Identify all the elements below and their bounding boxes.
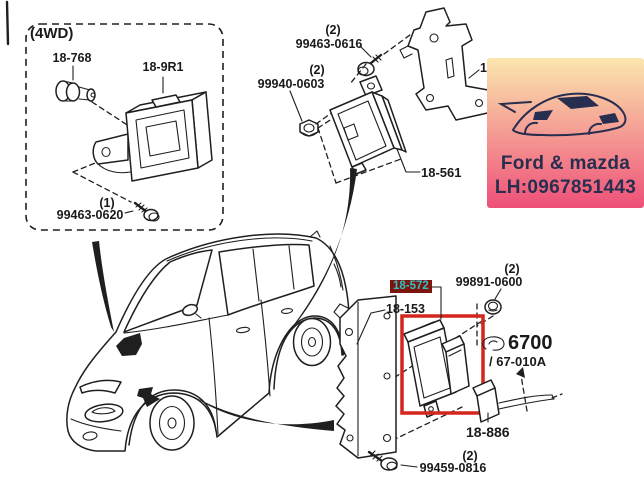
qty-99463-0616: (2): [325, 23, 341, 37]
part-number-6700[interactable]: 6700: [508, 332, 553, 354]
part-number-18-768[interactable]: 18-768: [52, 51, 92, 65]
part-number-18-153[interactable]: 18-153: [386, 302, 425, 316]
4wd-group-box: [25, 23, 224, 231]
clip-arrowhead: [516, 367, 525, 378]
watermark-badge: Ford & mazda LH:0967851443: [487, 58, 644, 208]
group-4wd-label: (4WD): [30, 25, 74, 42]
part-number-18-561[interactable]: 18-561: [421, 165, 462, 180]
red-highlight-box: [400, 314, 485, 415]
grommet-99891-0600-drawing: [484, 299, 502, 315]
watermark-brand-text: Ford & mazda: [500, 153, 631, 174]
module-18-561-drawing: [329, 75, 407, 175]
part-number-99463-0620[interactable]: 99463-0620: [56, 208, 124, 222]
module-18-572-drawing: [403, 319, 470, 418]
partial-label-covered: 1: [480, 61, 487, 75]
part-number-18-572-highlighted[interactable]: 18-572: [390, 280, 432, 293]
watermark-sportscar-icon: [497, 92, 627, 137]
leader-lines: [72, 45, 502, 468]
edge-artifact: [5, 0, 10, 46]
part-number-99463-0616[interactable]: 99463-0616: [295, 37, 363, 51]
part-number-18-9r1[interactable]: 18-9R1: [142, 60, 184, 74]
bolt-99463-0616-drawing: [357, 53, 383, 77]
bracket-18-153-drawing: [333, 295, 397, 459]
part-number-18-886[interactable]: 18-886: [466, 424, 510, 440]
qty-99459-0816: (2): [462, 449, 478, 463]
part-number-99891-0600[interactable]: 99891-0600: [455, 275, 523, 289]
nut-99940-0603-drawing: [299, 119, 319, 137]
location-arrows: [92, 168, 357, 431]
qty-99463-0620: (1): [99, 196, 115, 210]
qty-99891-0600: (2): [504, 262, 520, 276]
watermark-phone-text: LH:0967851443: [494, 177, 637, 198]
module-18-9r1-drawing: [92, 91, 213, 182]
screw-99463-0620-drawing: [133, 201, 160, 222]
bracket-top-drawing: [399, 7, 493, 121]
screw-99459-0816-drawing: [367, 450, 398, 471]
qty-99940-0603: (2): [309, 63, 325, 77]
part-number-99459-0816[interactable]: 99459-0816: [419, 461, 487, 475]
car-illustration: [66, 230, 350, 452]
part-number-99940-0603[interactable]: 99940-0603: [257, 77, 325, 91]
sensor-18-768-drawing: [55, 80, 96, 102]
connector-18-886-drawing: [472, 379, 555, 423]
part-number-67-010a[interactable]: / 67-010A: [489, 354, 547, 369]
clip-6700-drawing: [482, 336, 505, 351]
